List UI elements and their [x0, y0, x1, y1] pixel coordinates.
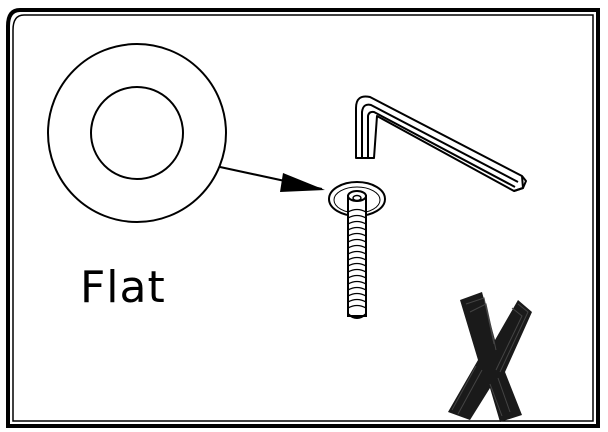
threaded-bolt-icon: [347, 190, 367, 319]
panel-border: [6, 8, 600, 428]
allen-key-icon: [355, 95, 527, 192]
washer-type-label: Flat: [80, 262, 166, 313]
x-mark-icon: [448, 292, 532, 422]
pointer-arrow-icon: [219, 166, 325, 192]
flat-washer-icon: [47, 43, 227, 223]
